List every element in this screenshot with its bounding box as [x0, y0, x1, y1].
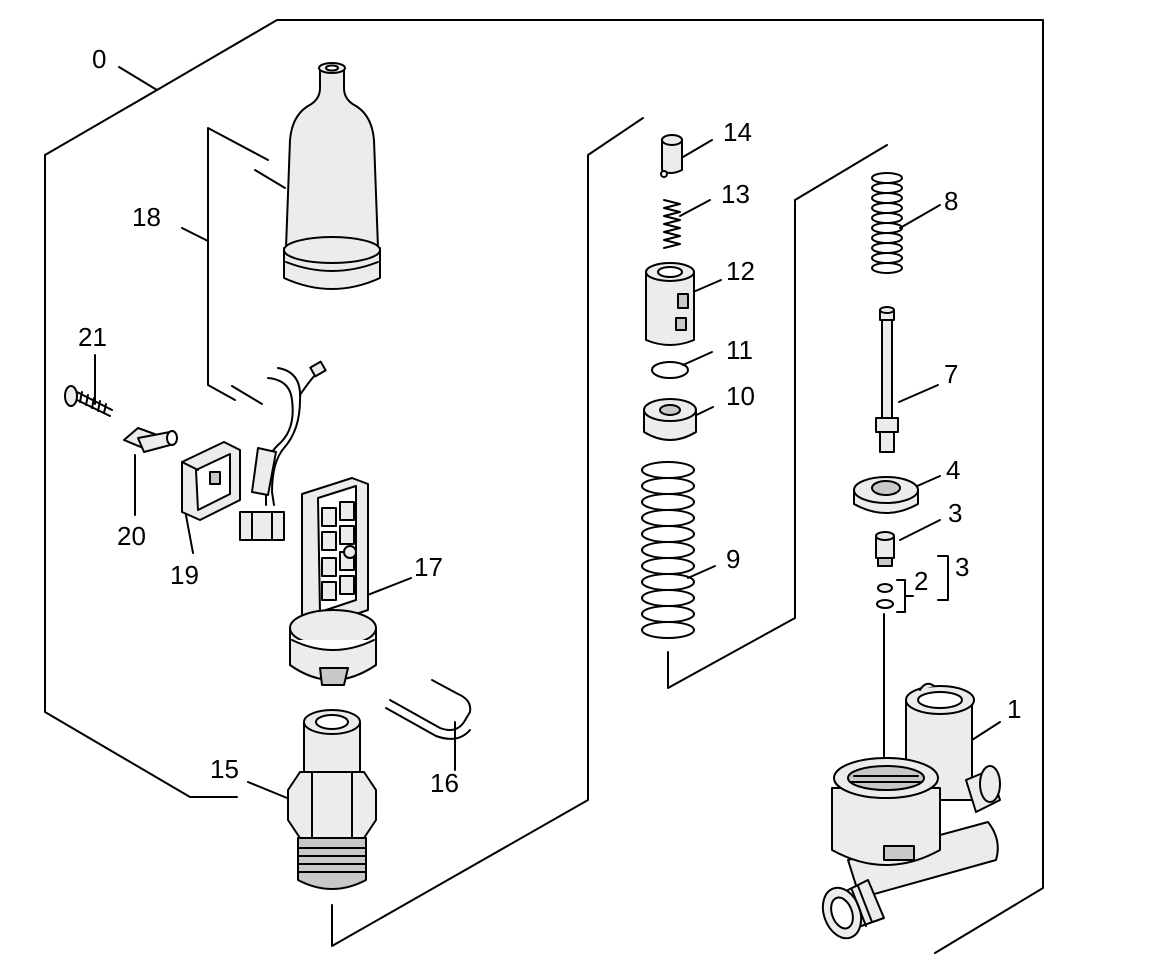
label-21: 21: [78, 322, 107, 352]
seal-10-part: [643, 398, 697, 441]
wiring-harness: [239, 360, 327, 541]
leader-lines: [94, 66, 1001, 801]
label-3b: 3: [955, 552, 969, 582]
right-group-outline: [667, 144, 888, 689]
valve-body-12-part: [645, 262, 695, 346]
ring-2-part: [876, 583, 894, 609]
label-10: 10: [726, 381, 755, 411]
label-7: 7: [944, 359, 958, 389]
spring-8-part: [871, 172, 903, 274]
valve-housing-1-part: [821, 682, 1001, 940]
screw-part: [64, 385, 113, 417]
label-15: 15: [210, 754, 239, 784]
o-ring-11-part: [651, 361, 689, 379]
nipple-part: [287, 709, 377, 890]
bottle-part: [283, 62, 381, 290]
label-14: 14: [723, 117, 752, 147]
pin-part: [123, 427, 178, 453]
label-18: 18: [132, 202, 161, 232]
spring-9-part: [641, 461, 695, 639]
label-9: 9: [726, 544, 740, 574]
label-11: 11: [726, 335, 753, 365]
outer-kit-outline: [44, 19, 1044, 954]
label-16: 16: [430, 768, 459, 798]
middle-group-outline: [331, 117, 644, 947]
label-2: 2: [914, 566, 928, 596]
washer-4-part: [853, 476, 919, 514]
clip-part: [385, 679, 472, 740]
label-20: 20: [117, 521, 146, 551]
label-0: 0: [92, 44, 106, 74]
label-8: 8: [944, 186, 958, 216]
switch-housing-part: [289, 477, 377, 686]
label-4: 4: [946, 455, 960, 485]
part-labels: 0 1 2 3 3 4 7 8 9 10 11 12 13 14 15 16 1…: [78, 44, 1021, 798]
pin-14-part: [660, 134, 683, 178]
spring-13-part: [663, 199, 681, 249]
label-13: 13: [721, 179, 750, 209]
label-17: 17: [414, 552, 443, 582]
label-3a: 3: [948, 498, 962, 528]
holder-part: [181, 441, 241, 521]
bottle-group-outline: [207, 127, 286, 405]
label-1: 1: [1007, 694, 1021, 724]
label-19: 19: [170, 560, 199, 590]
seat-3-part: [875, 531, 895, 567]
label-12: 12: [726, 256, 755, 286]
piston-7-part: [875, 306, 899, 453]
